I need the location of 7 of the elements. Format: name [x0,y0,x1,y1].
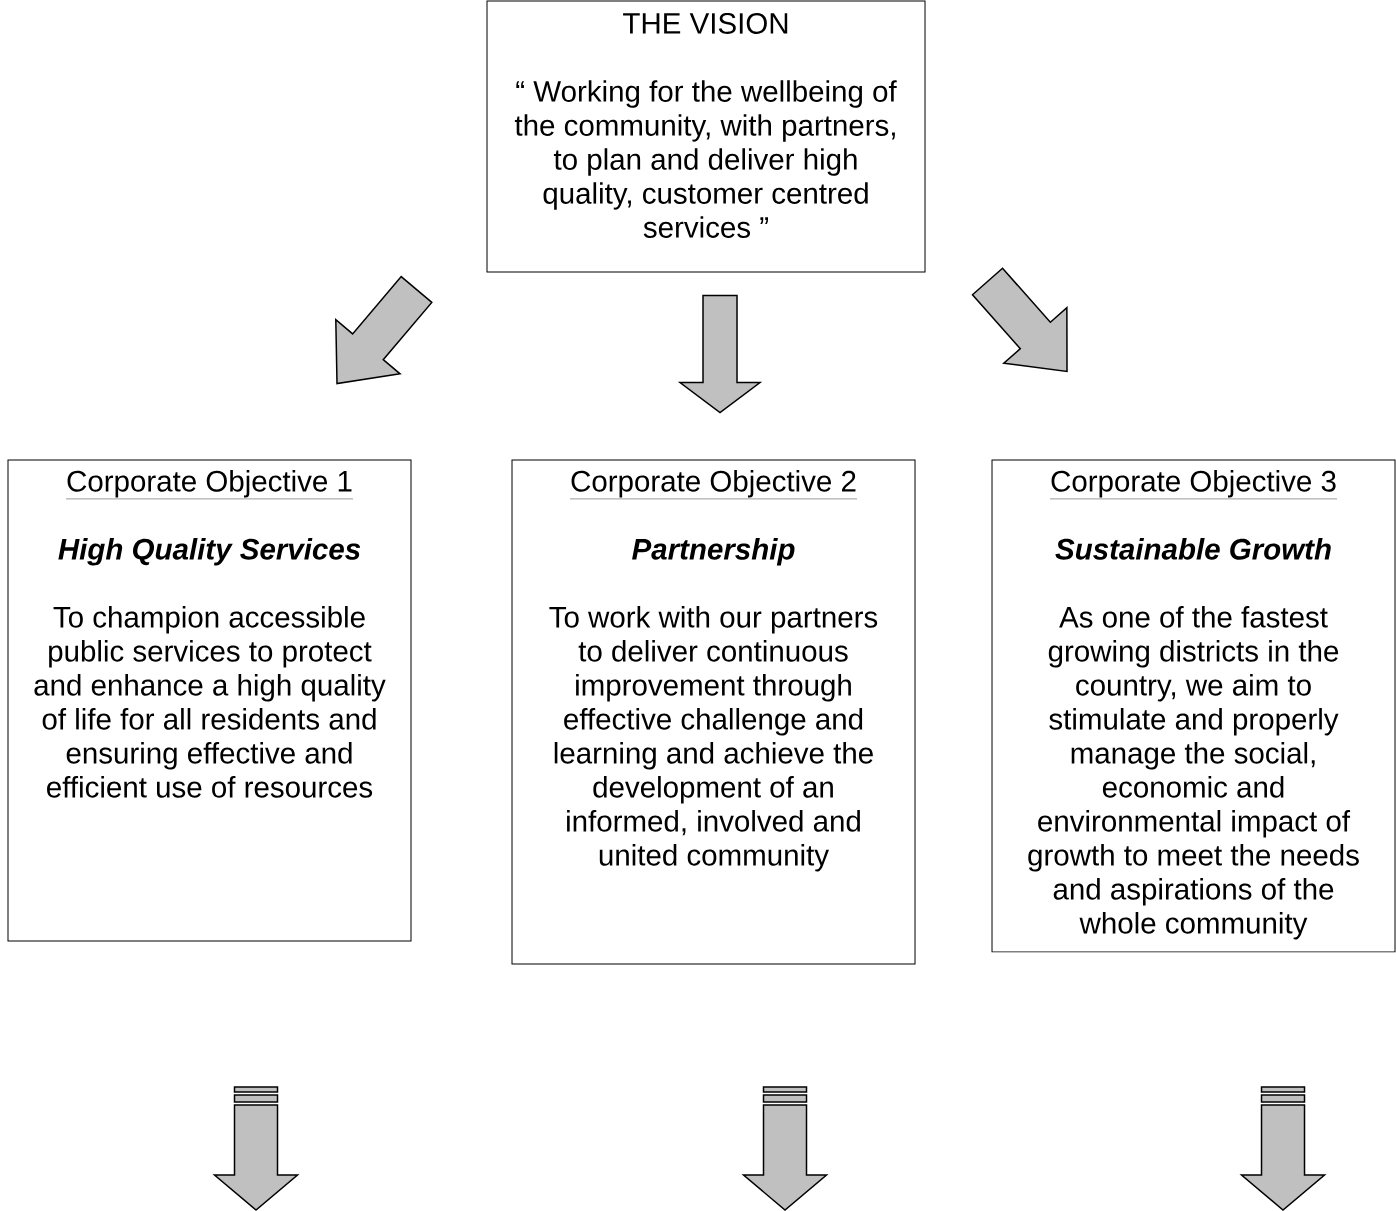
objective-box: Corporate Objective 1 High Quality Services To champion accessible public services to protect and enhance a high quality of life for all residents and ensuring effective and efficient use of resources [7,459,412,942]
block-arrow [335,275,433,385]
objective-box: Corporate Objective 3 Sustainable Growth As one of the fastest growing districts in the country, we aim to stimulate and properly manage the social, economic and environmental impact of growth to meet the needs and aspirations of the whole community [991,459,1396,953]
objective-box: Corporate Objective 2 Partnership To work with our partners to deliver continuous improvement through effective challenge and learning and achieve the development of an informed, involved and united community [511,459,916,965]
vision-box: THE VISION “ Working for the wellbeing of the community, with partners, to plan and deliver high quality, customer centred services ” [486,0,926,273]
block-arrow [971,267,1068,373]
block-arrow [677,294,763,414]
